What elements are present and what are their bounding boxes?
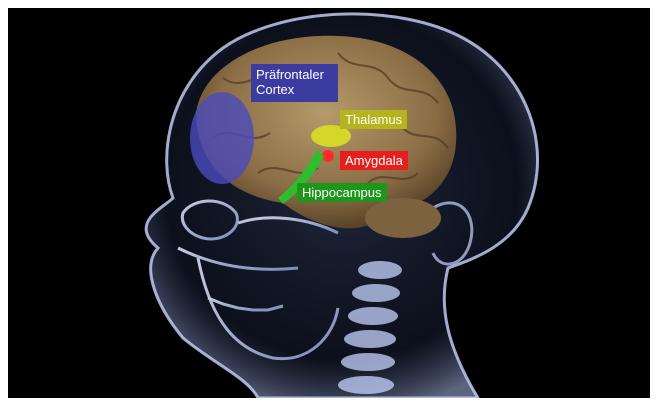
vertebra	[348, 307, 398, 325]
cerebellum	[365, 198, 441, 238]
vertebra	[341, 353, 395, 371]
label-thalamus: Thalamus	[340, 110, 407, 129]
label-hippocampus: Hippocampus	[297, 183, 387, 202]
prefrontal-cortex-region	[190, 92, 254, 184]
label-prefrontal-cortex: Präfrontaler Cortex	[251, 64, 338, 102]
vertebra	[358, 261, 402, 279]
label-amygdala: Amygdala	[340, 151, 408, 170]
vertebra	[344, 330, 396, 348]
vertebra	[338, 376, 394, 394]
image-frame: Präfrontaler Cortex Thalamus Amygdala Hi…	[8, 8, 650, 398]
vertebra	[352, 284, 400, 302]
